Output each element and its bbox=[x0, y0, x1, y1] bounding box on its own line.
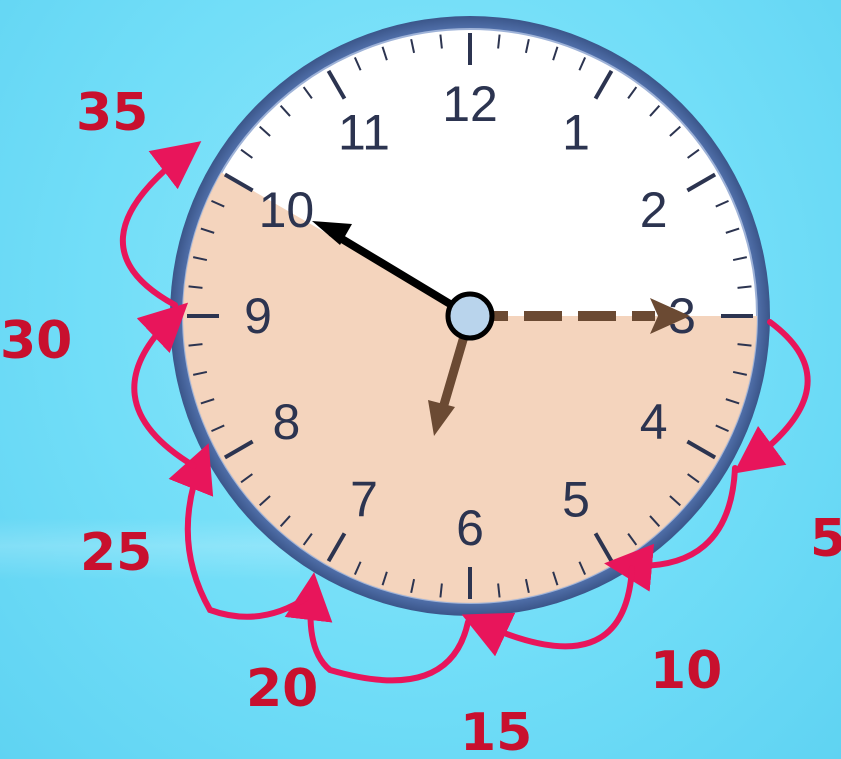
minute-hand-head bbox=[312, 221, 352, 245]
minute-tick bbox=[524, 38, 530, 54]
minute-tick bbox=[578, 561, 587, 575]
clock-number-6: 6 bbox=[456, 500, 484, 556]
minute-tick bbox=[188, 285, 203, 289]
count-label-30: 30 bbox=[0, 311, 72, 371]
count-label-25: 25 bbox=[80, 523, 152, 583]
minute-tick bbox=[200, 227, 215, 234]
count-arrow-15 bbox=[461, 565, 635, 657]
minute-tick bbox=[725, 227, 740, 234]
minute-tick bbox=[715, 199, 729, 208]
clock-number-7: 7 bbox=[350, 472, 378, 528]
minute-tick bbox=[381, 46, 388, 61]
minute-tick bbox=[259, 125, 271, 137]
count-arrow-30 bbox=[131, 302, 197, 469]
minute-tick bbox=[627, 86, 638, 99]
clock-number-4: 4 bbox=[640, 394, 668, 450]
minute-tick bbox=[211, 199, 225, 208]
minute-ticks bbox=[187, 33, 753, 599]
count-labels: 5 10 15 20 25 30 35 bbox=[0, 83, 841, 759]
minute-tick bbox=[439, 34, 443, 49]
minute-tick bbox=[649, 105, 661, 117]
minute-tick bbox=[737, 343, 752, 347]
count-arrow-10 bbox=[604, 465, 738, 592]
minute-tick bbox=[302, 86, 313, 99]
dashed-arrow-head bbox=[650, 298, 690, 334]
minute-tick bbox=[552, 571, 559, 586]
clock-number-8: 8 bbox=[272, 394, 300, 450]
minute-tick bbox=[687, 473, 700, 484]
hour-tick bbox=[686, 439, 717, 460]
minute-tick bbox=[353, 561, 362, 575]
clock-number-11: 11 bbox=[338, 104, 390, 160]
clock-number-2: 2 bbox=[640, 182, 668, 238]
minute-tick bbox=[279, 515, 291, 527]
minute-tick bbox=[578, 57, 587, 71]
clock-number-10: 10 bbox=[259, 182, 315, 238]
clock-number-1: 1 bbox=[562, 104, 590, 160]
minute-tick bbox=[259, 495, 271, 507]
clock-numbers: 121234567891011 bbox=[244, 76, 696, 556]
count-arrow-20 bbox=[284, 572, 471, 684]
minute-tick bbox=[192, 370, 208, 376]
clock: 121234567891011 bbox=[170, 16, 770, 616]
minute-tick bbox=[524, 578, 530, 594]
minute-tick bbox=[669, 495, 681, 507]
minute-tick bbox=[211, 424, 225, 433]
minute-tick bbox=[669, 125, 681, 137]
minute-tick bbox=[649, 515, 661, 527]
count-arrow-25 bbox=[168, 443, 309, 620]
count-arrow-5 bbox=[733, 319, 811, 474]
minute-tick bbox=[192, 256, 208, 262]
minute-tick bbox=[188, 343, 203, 347]
minute-tick bbox=[381, 571, 388, 586]
hour-tick bbox=[686, 172, 717, 193]
background-band bbox=[0, 518, 300, 580]
clock-number-9: 9 bbox=[244, 288, 272, 344]
minute-tick bbox=[200, 398, 215, 405]
minute-tick bbox=[240, 148, 253, 159]
count-arrow-35 bbox=[120, 141, 202, 308]
minute-tick bbox=[497, 34, 501, 49]
minute-tick bbox=[497, 583, 501, 598]
minute-tick bbox=[279, 105, 291, 117]
minute-tick bbox=[732, 256, 748, 262]
hour-tick bbox=[326, 69, 347, 100]
minute-tick bbox=[737, 285, 752, 289]
minute-tick bbox=[725, 398, 740, 405]
hour-tick bbox=[223, 172, 254, 193]
clock-number-5: 5 bbox=[562, 472, 590, 528]
minute-tick bbox=[732, 370, 748, 376]
count-label-35: 35 bbox=[76, 83, 148, 143]
minute-tick bbox=[410, 38, 416, 54]
minute-tick bbox=[552, 46, 559, 61]
minute-hand bbox=[328, 229, 474, 320]
clock-number-12: 12 bbox=[442, 76, 498, 132]
hour-tick bbox=[326, 532, 347, 563]
count-label-20: 20 bbox=[246, 659, 318, 719]
hour-tick bbox=[223, 439, 254, 460]
count-label-10: 10 bbox=[650, 641, 722, 701]
minute-tick bbox=[715, 424, 729, 433]
center-cap bbox=[445, 291, 495, 341]
minute-tick bbox=[240, 473, 253, 484]
hour-tick bbox=[593, 69, 614, 100]
hour-hand-head bbox=[428, 400, 455, 436]
count-label-15: 15 bbox=[460, 703, 532, 759]
elapsed-time-sector bbox=[183, 172, 757, 603]
minute-tick bbox=[353, 57, 362, 71]
minute-tick bbox=[439, 583, 443, 598]
minute-tick bbox=[627, 533, 638, 546]
count-label-5: 5 bbox=[810, 509, 841, 569]
minute-tick bbox=[410, 578, 416, 594]
count-arrows bbox=[120, 141, 811, 684]
minute-tick bbox=[687, 148, 700, 159]
minute-tick bbox=[302, 533, 313, 546]
